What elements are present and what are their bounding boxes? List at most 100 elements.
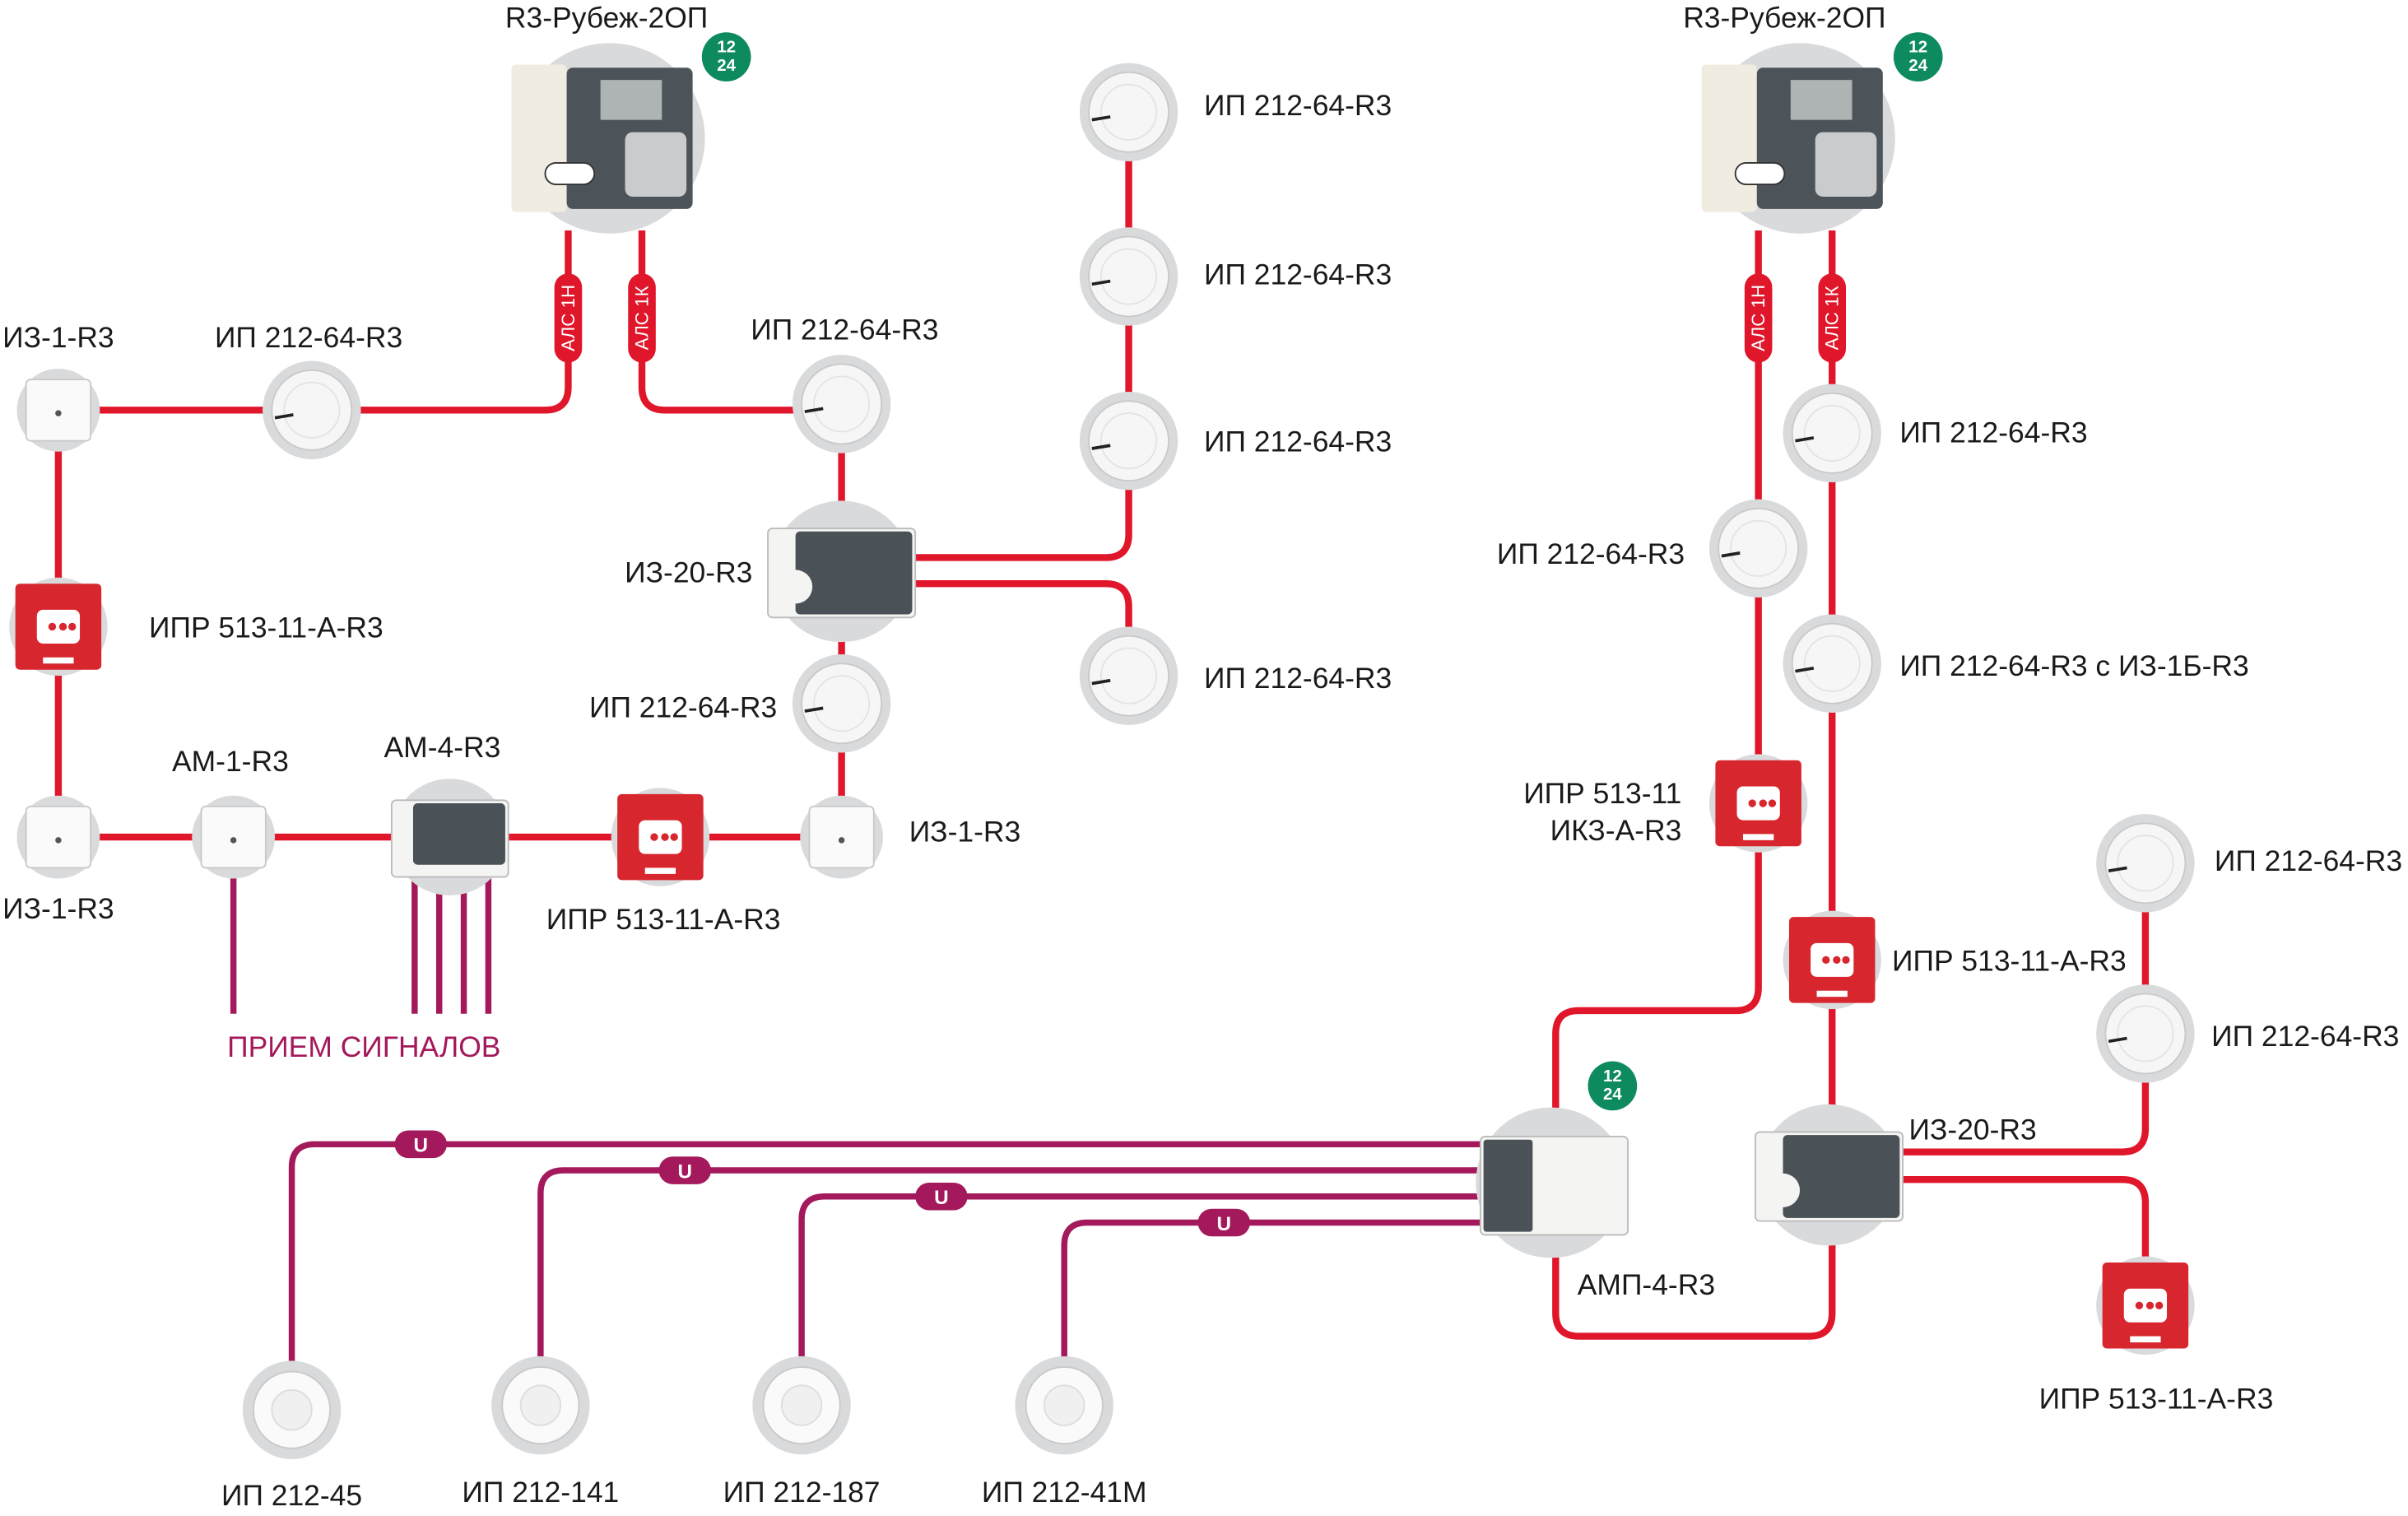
smoke-detector-icon[interactable] [2094, 983, 2196, 1085]
smoke-detector-icon[interactable] [791, 653, 893, 755]
device-label: ИПР 513-11-А-R3 [2039, 1382, 2274, 1415]
module-am4-icon[interactable] [390, 778, 509, 896]
device-label: АМ-1-R3 [172, 745, 289, 778]
panel-label: R3-Рубеж-2ОП [1683, 2, 1885, 35]
device-label: ИП 212-64-R3 [1899, 416, 2087, 449]
smoke-detector-icon[interactable] [1077, 226, 1180, 328]
device-label: АМ-4-R3 [384, 731, 501, 764]
als-tag: АЛС 1Н [554, 273, 583, 363]
device-label: ИП 212-64-R3 [751, 313, 938, 346]
conv-line-2 [537, 1167, 1482, 1406]
iz20-branch-up [890, 112, 1132, 561]
signals-label: ПРИЕМ СИГНАЛОВ [227, 1030, 500, 1063]
module-am1-icon[interactable] [191, 794, 276, 880]
device-label: ИП 212-141 [462, 1476, 619, 1509]
device-label: ИПР 513-11-А-R3 [149, 612, 384, 644]
manual-call-point-icon[interactable] [611, 788, 710, 886]
svg-text:24: 24 [1603, 1085, 1622, 1104]
svg-text:U: U [1217, 1213, 1232, 1235]
conv-line-3 [798, 1193, 1482, 1406]
manual-call-point-icon[interactable] [9, 577, 108, 677]
device-label: ИП 212-45 [221, 1479, 362, 1512]
right-iz20-branch-down [1889, 1176, 2150, 1306]
svg-text:12: 12 [717, 38, 736, 57]
loop-lines [54, 112, 2150, 1411]
conventional-detector-icon[interactable] [751, 1355, 852, 1456]
isolator-icon[interactable] [16, 368, 101, 453]
manual-call-point-icon[interactable] [1783, 910, 1881, 1010]
smoke-detector-icon[interactable] [261, 359, 363, 461]
device-label: ИП 212-64-R3 [1204, 662, 1392, 695]
u-tag: U [658, 1156, 711, 1184]
smoke-detector-icon[interactable] [1077, 625, 1180, 727]
device-label: ИП 212-64-R3 [1204, 258, 1392, 291]
module-amp4-icon[interactable] [1475, 1106, 1629, 1259]
isolator-iz20-icon[interactable] [767, 500, 917, 644]
svg-text:АЛС 1К: АЛС 1К [631, 286, 652, 350]
smoke-detector-icon[interactable] [1077, 390, 1180, 492]
device-label: ИП 212-64-R3 [2211, 1020, 2399, 1053]
right-loop-line-1 [1552, 230, 1762, 1122]
device-label: ИП 212-41М [982, 1476, 1147, 1509]
device-label: ИП 212-64-R3 [2215, 844, 2402, 877]
device-label: ИП 212-64-R3 [589, 691, 777, 724]
svg-text:АЛС 1К: АЛС 1К [1822, 286, 1843, 350]
signal-lines [230, 867, 492, 1014]
device-label: ИП 212-64-R3 с ИЗ-1Б-R3 [1899, 649, 2248, 682]
right-loop-line-2 [1552, 230, 1836, 1340]
device-label: ИЗ-20-R3 [1909, 1114, 2037, 1146]
right-iz20-branch-up [1889, 863, 2150, 1156]
svg-text:24: 24 [717, 56, 736, 75]
svg-text:12: 12 [1603, 1067, 1622, 1086]
device-label: ИП 212-64-R3 [1497, 537, 1685, 570]
device-label: ИЗ-1-R3 [2, 321, 114, 354]
isolator-icon[interactable] [799, 794, 884, 880]
smoke-detector-icon[interactable] [1781, 612, 1883, 714]
smoke-detector-icon[interactable] [791, 353, 893, 455]
conventional-detector-icon[interactable] [241, 1360, 342, 1460]
als-tag: АЛС 1Н [1744, 273, 1773, 363]
device-label: АМП-4-R3 [1578, 1268, 1715, 1301]
device-label: ИПР 513-11-А-R3 [1892, 944, 2127, 977]
isolator-iz20-icon[interactable] [1754, 1103, 1904, 1247]
conv-line-1 [288, 1141, 1482, 1411]
device-label: ИЗ-20-R3 [625, 556, 752, 588]
device-label: ИКЗ-А-R3 [1550, 814, 1682, 847]
isolator-icon[interactable] [16, 794, 101, 880]
svg-text:U: U [678, 1160, 693, 1183]
conventional-detector-icon[interactable] [490, 1355, 591, 1456]
u-tag: U [915, 1182, 968, 1211]
svg-text:АЛС 1Н: АЛС 1Н [558, 285, 579, 351]
device-label: ИП 212-64-R3 [215, 321, 402, 354]
control-panel-icon[interactable] [1700, 42, 1896, 235]
manual-call-point-icon[interactable] [1708, 754, 1808, 853]
svg-text:24: 24 [1908, 56, 1927, 75]
device-label: ИП 212-64-R3 [1204, 426, 1392, 458]
panel-label: R3-Рубеж-2ОП [505, 2, 708, 35]
smoke-detector-icon[interactable] [1708, 497, 1810, 599]
u-tag: U [1197, 1208, 1250, 1237]
conv-line-4 [1061, 1219, 1482, 1406]
device-label: ИЗ-1-R3 [2, 892, 114, 925]
device-label: ИПР 513-11-А-R3 [546, 903, 781, 936]
manual-call-point-icon[interactable] [2096, 1256, 2195, 1355]
als-tag: АЛС 1К [1818, 273, 1847, 363]
als-tag: АЛС 1К [628, 273, 656, 363]
svg-text:АЛС 1Н: АЛС 1Н [1748, 285, 1769, 351]
smoke-detector-icon[interactable] [2094, 812, 2196, 914]
u-tag: U [394, 1130, 448, 1159]
device-label: ИЗ-1-R3 [909, 816, 1021, 849]
device-label: ИП 212-64-R3 [1204, 89, 1392, 122]
smoke-detector-icon[interactable] [1781, 382, 1883, 484]
device-label: ИПР 513-11 [1523, 777, 1681, 810]
svg-text:U: U [414, 1135, 429, 1157]
smoke-detector-icon[interactable] [1077, 61, 1180, 163]
device-label: ИП 212-187 [723, 1476, 881, 1509]
conventional-detector-icon[interactable] [1014, 1355, 1114, 1456]
control-panel-icon[interactable] [510, 42, 706, 235]
svg-text:12: 12 [1908, 38, 1927, 57]
